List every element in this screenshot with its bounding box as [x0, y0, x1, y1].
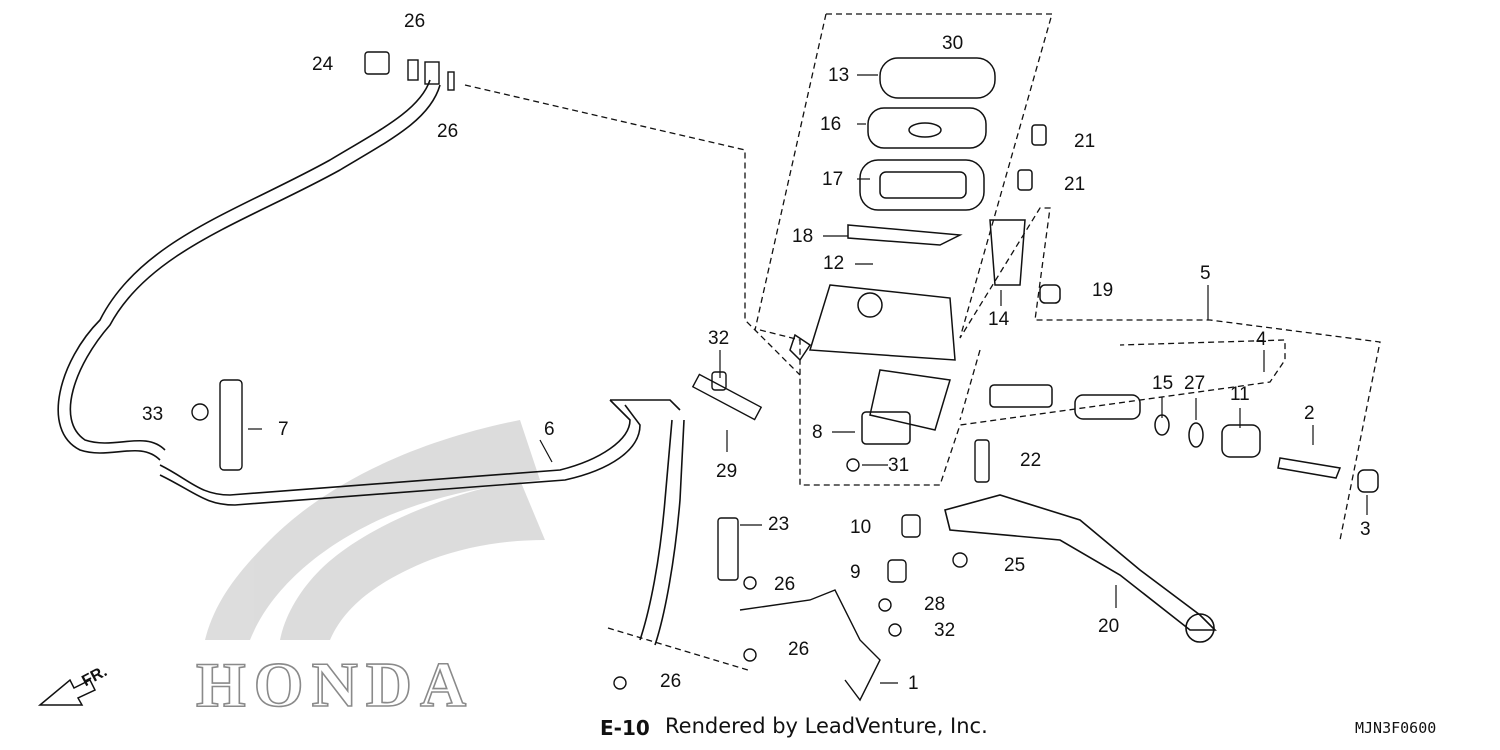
callout-2[interactable]: 2	[1304, 403, 1315, 424]
callout-7[interactable]: 7	[278, 419, 289, 440]
callout-8[interactable]: 8	[812, 422, 823, 443]
callout-12[interactable]: 12	[823, 253, 845, 274]
callout-26-bottom[interactable]: 26	[660, 671, 682, 692]
leader-lines	[248, 74, 1368, 684]
diagram-code: MJN3F0600	[1355, 719, 1437, 737]
small-hardware	[191, 51, 990, 702]
callout-5[interactable]: 5	[1200, 263, 1211, 284]
direction-arrow	[37, 678, 97, 706]
callout-20[interactable]: 20	[1098, 616, 1120, 637]
callout-33[interactable]: 33	[142, 404, 164, 425]
callout-3[interactable]: 3	[1360, 519, 1371, 540]
callout-26-lower-bolt[interactable]: 26	[788, 639, 810, 660]
callout-14[interactable]: 14	[988, 309, 1010, 330]
callout-6[interactable]: 6	[544, 419, 555, 440]
callout-11[interactable]: 11	[1230, 384, 1250, 405]
callout-13[interactable]: 13	[828, 65, 850, 86]
honda-watermark	[205, 420, 545, 640]
callout-18[interactable]: 18	[792, 226, 814, 247]
callout-26-upper-bolt[interactable]: 26	[774, 574, 796, 595]
callout-21-upper[interactable]: 21	[1074, 131, 1096, 152]
callout-4[interactable]: 4	[1256, 329, 1267, 350]
callout-17[interactable]: 17	[822, 169, 844, 190]
master-cylinder-parts	[989, 124, 1379, 493]
callout-26-top[interactable]: 26	[404, 11, 426, 32]
render-credit: Rendered by LeadVenture, Inc.	[665, 714, 988, 738]
callout-28[interactable]: 28	[924, 594, 946, 615]
callout-15[interactable]: 15	[1152, 373, 1174, 394]
callout-32-upper[interactable]: 32	[708, 328, 730, 349]
clutch-hose	[57, 79, 685, 646]
callout-21-lower[interactable]: 21	[1064, 174, 1086, 195]
clutch-lever	[944, 494, 1217, 643]
callout-30[interactable]: 30	[942, 33, 964, 54]
callout-10[interactable]: 10	[850, 517, 872, 538]
callout-27[interactable]: 27	[1184, 373, 1206, 394]
callout-25[interactable]: 25	[1004, 555, 1026, 576]
callout-31[interactable]: 31	[888, 455, 910, 476]
assembly-boundaries	[464, 13, 1381, 671]
callout-29[interactable]: 29	[716, 461, 738, 482]
honda-watermark-text: HONDA	[195, 648, 475, 721]
callout-1[interactable]: 1	[908, 673, 919, 694]
section-reference[interactable]: E-10	[600, 716, 650, 740]
reservoir-parts	[789, 57, 996, 445]
callout-26-hose[interactable]: 26	[437, 121, 459, 142]
callout-23[interactable]: 23	[768, 514, 790, 535]
callout-9[interactable]: 9	[850, 562, 861, 583]
callout-19[interactable]: 19	[1092, 280, 1114, 301]
callout-22[interactable]: 22	[1020, 450, 1042, 471]
callout-32-lower[interactable]: 32	[934, 620, 956, 641]
callout-24[interactable]: 24	[312, 54, 334, 75]
callout-16[interactable]: 16	[820, 114, 842, 135]
